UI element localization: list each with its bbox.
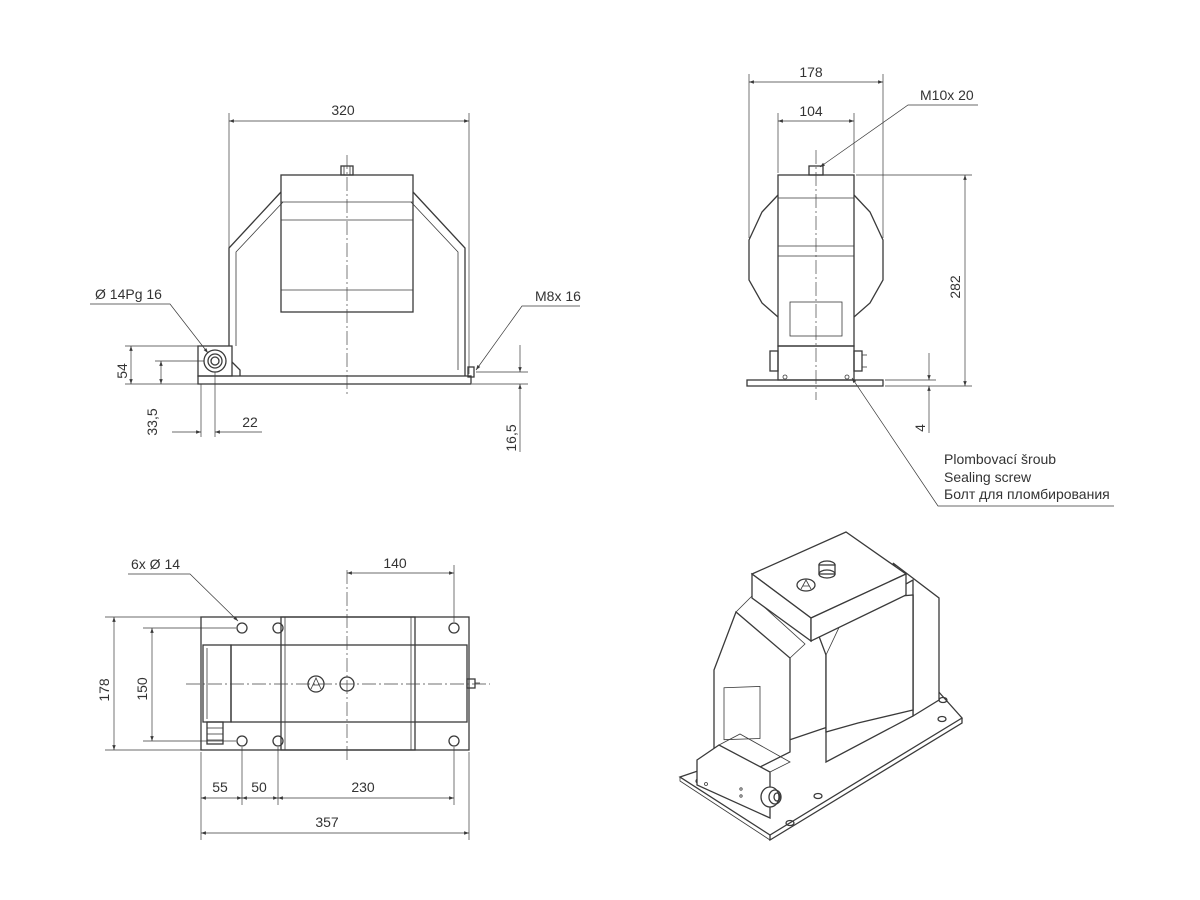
front-view: 320 54 33,5 22 16,5 Ø 14Pg 16 M8x 16 [90,102,581,452]
dim-54: 54 [114,363,130,379]
dim-plan-50: 50 [251,779,267,795]
callout-holes: 6x Ø 14 [131,556,180,572]
sealing-screw-ru: Болт для пломбирования [944,486,1110,502]
dim-side-178: 178 [799,64,823,80]
dim-plan-140: 140 [383,555,407,571]
dim-16-5: 16,5 [503,424,519,451]
iso-logo-icon [796,578,816,592]
dim-side-4: 4 [912,424,928,432]
plan-view: 140 178 150 55 50 230 357 6x Ø 14 [96,555,490,840]
mounting-hole-icon [236,622,460,747]
sealing-screw-cz: Plombovací šroub [944,451,1056,467]
dim-plan-357: 357 [315,814,339,830]
cable-gland-icon [203,349,227,373]
iso-cable-gland-icon [760,786,782,808]
dim-plan-150: 150 [134,677,150,701]
side-view: 178 104 282 4 M10x 20 Plombovací šroub S… [746,64,1114,507]
dim-plan-55: 55 [212,779,228,795]
dim-plan-230: 230 [351,779,375,795]
callout-cable-gland: Ø 14Pg 16 [95,286,162,302]
dim-320: 320 [331,102,355,118]
sealing-screw-en: Sealing screw [944,469,1032,485]
dim-22: 22 [242,414,258,430]
dim-33-5: 33,5 [144,408,160,435]
callout-earth-bolt: M8x 16 [535,288,581,304]
dim-plan-178: 178 [96,678,112,702]
dim-side-104: 104 [799,103,823,119]
callout-top-thread: M10x 20 [920,87,974,103]
isometric-view [678,531,964,842]
dim-side-282: 282 [947,275,963,299]
